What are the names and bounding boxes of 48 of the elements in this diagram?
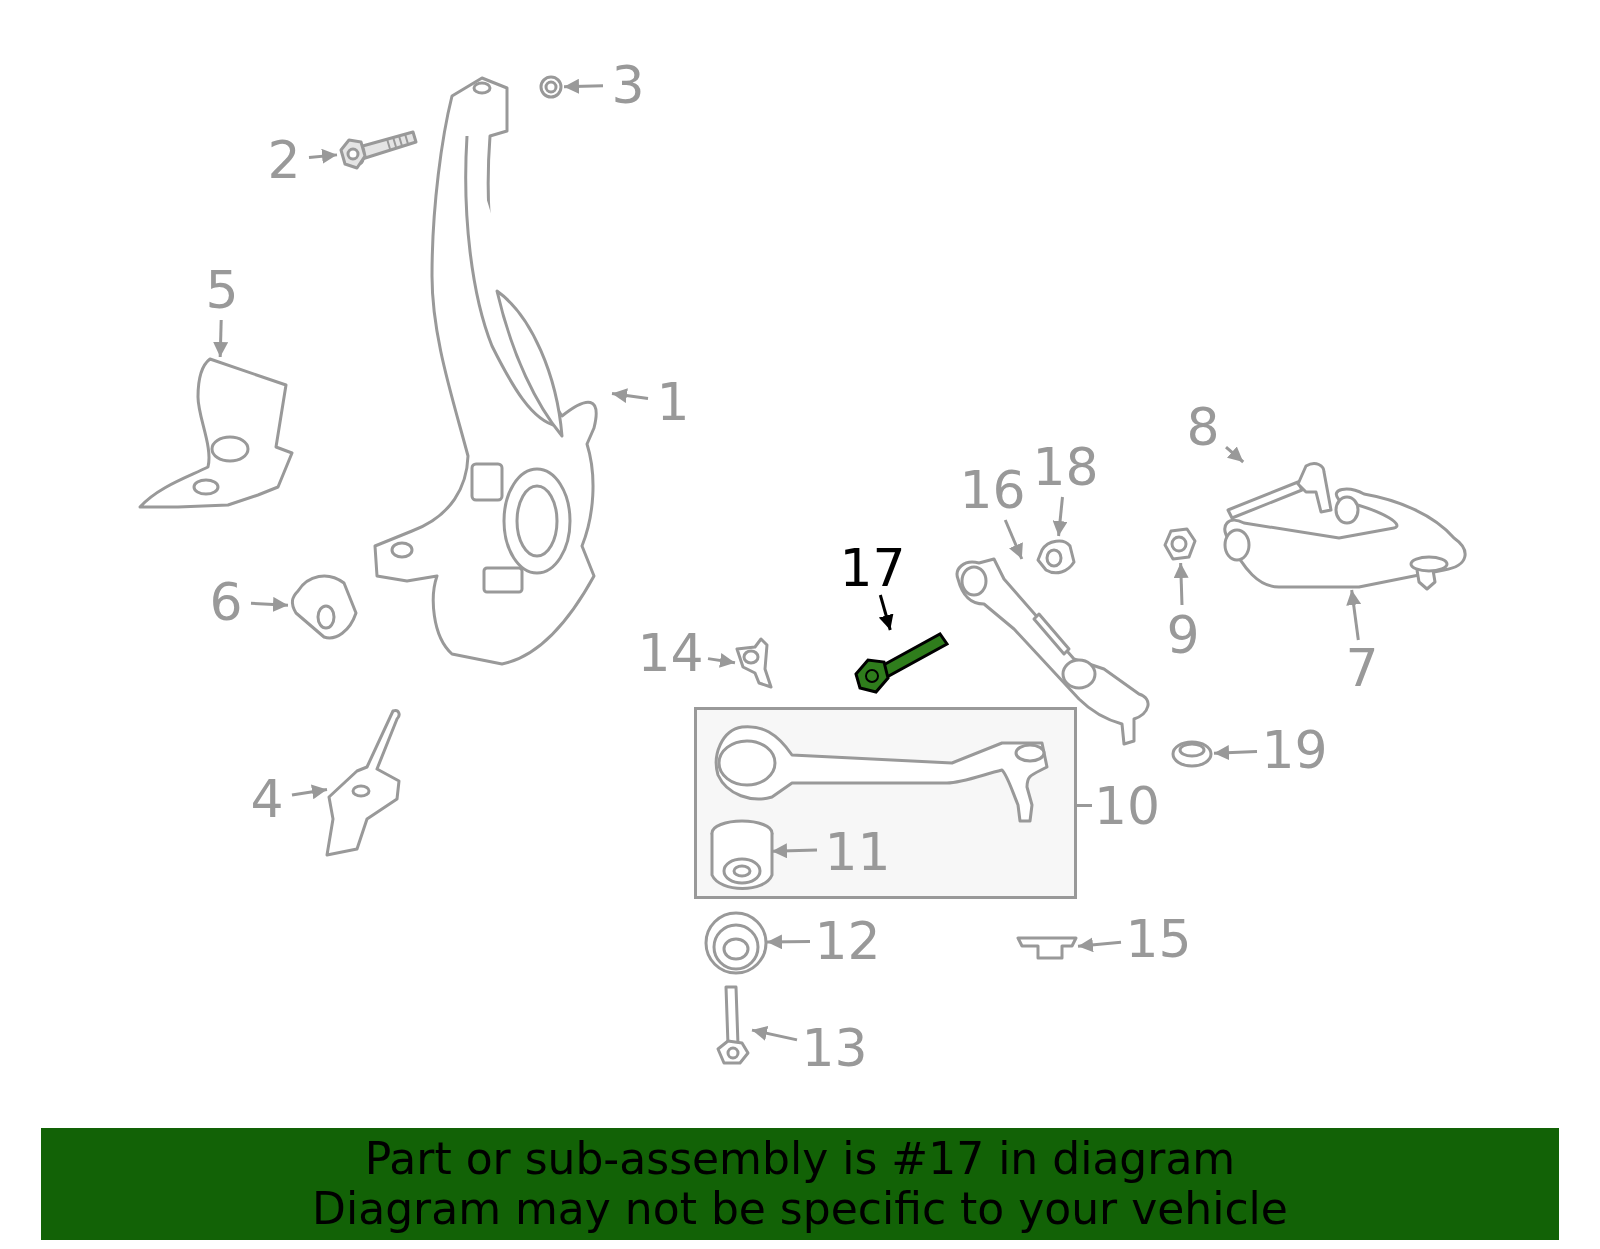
bushing-drawing (710, 819, 775, 891)
leader-line (1213, 745, 1258, 761)
callout-number: 6 (201, 572, 251, 632)
callout-number: 3 (603, 55, 653, 115)
bushing-drawing (288, 573, 360, 641)
leader-line (1225, 445, 1245, 464)
leader-line (1052, 496, 1068, 537)
leader-line (213, 319, 229, 358)
nut-drawing (539, 74, 564, 100)
leader-line (1077, 937, 1122, 953)
callout-number: 10 (1092, 776, 1162, 836)
bolt-drawing (337, 130, 417, 172)
bolt-drawing (714, 985, 752, 1067)
callout-number: 5 (197, 260, 247, 320)
leader-line (707, 653, 736, 668)
callout-number: 2 (259, 130, 309, 190)
callout-number: 14 (633, 623, 708, 683)
leader-line (771, 843, 818, 859)
callout-number: 18 (1028, 437, 1103, 497)
callout-number: 17 (835, 540, 910, 595)
leader-line (878, 594, 894, 631)
leader-line (611, 388, 649, 404)
callout-number: 12 (810, 911, 885, 971)
leader-line (1173, 562, 1189, 606)
leader-line (766, 934, 811, 950)
notice-text: Part or sub-assembly is #17 in diagram (363, 1134, 1237, 1184)
leader-line (1346, 589, 1362, 641)
callout-number: 8 (1180, 402, 1226, 452)
leader-line (1003, 519, 1024, 560)
bushing-drawing (704, 911, 767, 974)
callout-number: 7 (1337, 640, 1387, 695)
nut-drawing (1161, 525, 1199, 563)
leader-line (250, 596, 289, 612)
notice-text: Diagram may not be specific to your vehicle (311, 1184, 1289, 1234)
leader-line (563, 78, 604, 94)
leader-line (291, 784, 328, 800)
callout-number: 1 (648, 372, 698, 432)
callout-number: 4 (242, 769, 292, 829)
callout-number: 13 (797, 1018, 872, 1078)
leader-line (751, 1025, 798, 1042)
callout-number: 11 (820, 822, 895, 882)
callout-number: 19 (1257, 720, 1332, 780)
assembly-panel (694, 707, 1077, 899)
callout-number: 16 (955, 460, 1030, 520)
callout-number: 15 (1121, 909, 1196, 969)
callout-number: 9 (1158, 605, 1208, 665)
leader-line (1077, 803, 1093, 808)
leader-line (308, 148, 338, 164)
